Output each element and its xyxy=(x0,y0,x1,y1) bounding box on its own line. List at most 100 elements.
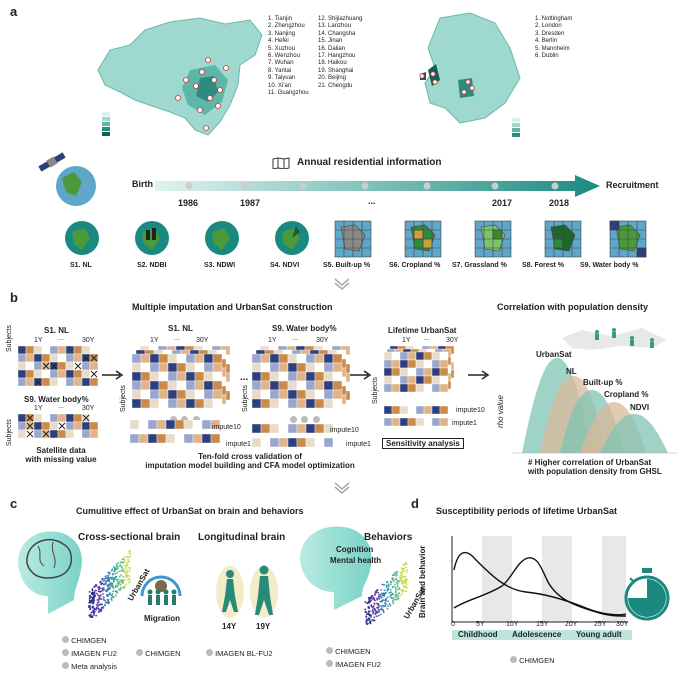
globe-icon xyxy=(65,221,309,255)
mental-health-label: Mental health xyxy=(330,556,382,565)
correlation-note: # Higher correlation of UrbanSat with po… xyxy=(528,458,662,476)
age-14: 14Y xyxy=(222,622,237,631)
stopwatch-icon xyxy=(624,568,670,621)
left-year-dots: ... xyxy=(58,335,64,342)
feature-s6: S6. Cropland % xyxy=(389,262,441,269)
missing-grid-2 xyxy=(18,414,99,439)
panel-a-letter: a xyxy=(10,4,18,19)
mid-impute1-2: impute1 xyxy=(346,441,371,448)
scatter-behavior xyxy=(364,561,408,625)
mid-s9-label: S9. Water body% xyxy=(272,324,337,333)
year-2018: 2018 xyxy=(549,198,570,208)
walking-person-icons xyxy=(216,565,278,618)
curve-ndvi: NDVI xyxy=(630,403,650,412)
mid-year-start: 1Y xyxy=(150,337,159,344)
mid-year-dots: ... xyxy=(174,335,180,342)
curve-builtup: Built-up % xyxy=(583,378,623,387)
cognition-label: Cognition xyxy=(336,545,374,554)
period-young-adult: Young adult xyxy=(576,630,622,639)
china-map xyxy=(97,17,263,136)
longitudinal-label: Longitudinal brain xyxy=(198,532,286,543)
behaviors-label: Behaviors xyxy=(364,532,413,543)
panel-b-title-mid: Multiple imputation and UrbanSat constru… xyxy=(132,302,333,312)
left-year-end: 30Y xyxy=(82,337,95,344)
satellite-missing-label: Satellite data with missing value xyxy=(25,446,97,464)
lifetime-impute1: impute1 xyxy=(452,420,477,427)
panel-d-ylabel: Brain and behavior xyxy=(418,545,427,618)
arrow-right-icon-3 xyxy=(468,370,490,380)
recruitment-label: Recruitment xyxy=(606,180,659,190)
legend-long: IMAGEN BL-FU2 xyxy=(206,649,273,658)
lifetime-year-start: 1Y xyxy=(402,337,411,344)
panel-b-letter: b xyxy=(10,290,18,305)
mid-year-start-2: 1Y xyxy=(268,337,277,344)
feature-icons xyxy=(65,220,647,258)
tenfold-label: Ten-fold cross validation of imputation … xyxy=(145,452,355,470)
left-s1-label: S1. NL xyxy=(44,326,69,335)
feature-s3: S3. NDWI xyxy=(204,262,236,269)
lifetime-grid-stack xyxy=(384,346,455,427)
left-year-dots-2: ... xyxy=(58,403,64,410)
legend-beh-2: IMAGEN FU2 xyxy=(326,660,381,669)
period-band xyxy=(452,630,632,640)
head-brain-icon xyxy=(18,531,82,614)
timeline-title: Annual residential information xyxy=(297,157,442,168)
panel-c-letter: c xyxy=(10,496,18,511)
migration-icon xyxy=(140,575,182,605)
impute-rows-1 xyxy=(130,420,221,444)
panel-b-title-right: Correlation with population density xyxy=(497,302,649,312)
mid-impute10: impute10 xyxy=(212,424,241,431)
panel-d-title: Susceptibility periods of lifetime Urban… xyxy=(436,506,618,516)
mid-impute1: impute1 xyxy=(226,441,251,448)
period-adolescence: Adolescence xyxy=(512,630,562,639)
head-behavior-icon xyxy=(300,526,372,610)
missing-grid-1 xyxy=(18,346,99,386)
birth-label: Birth xyxy=(132,179,153,189)
legend-d: CHIMGEN xyxy=(510,656,555,665)
feature-s8: S8. Forest % xyxy=(522,262,565,269)
rho-ylabel: rho value xyxy=(496,395,505,428)
left-year-end-2: 30Y xyxy=(82,405,95,412)
mid-s1-label: S1. NL xyxy=(168,324,193,333)
tick-5y: 5Y xyxy=(476,621,485,628)
chevron-down-icon-2 xyxy=(334,482,350,494)
year-2017: 2017 xyxy=(492,198,513,208)
tick-30y: 30Y xyxy=(616,621,629,628)
mid-impute10-2: impute10 xyxy=(330,427,359,434)
left-subjects-2: Subjects xyxy=(6,419,13,446)
feature-s4: S4. NDVI xyxy=(270,262,300,269)
mid-ellipsis: ... xyxy=(240,372,249,383)
year-ellipsis: ... xyxy=(368,196,376,206)
legend-beh-1: CHIMGEN xyxy=(326,647,371,656)
panel-c-title: Cumulitive effect of UrbanSat on brain a… xyxy=(76,506,304,516)
dots-row-2 xyxy=(290,410,320,428)
arrow-right-icon-2 xyxy=(350,370,372,380)
curve-cropland: Cropland % xyxy=(604,390,649,399)
lifetime-year-dots: ... xyxy=(424,335,430,342)
legend-cross-3: Meta analysis xyxy=(62,662,117,671)
chevron-down-icon xyxy=(334,278,350,290)
tick-15y: 15Y xyxy=(536,621,549,628)
grid-globe-icons xyxy=(334,220,647,258)
feature-s2: S2. NDBI xyxy=(137,262,167,269)
lifetime-label: Lifetime UrbanSat xyxy=(388,326,457,335)
left-subjects-1: Subjects xyxy=(6,325,13,352)
mid-subjects-1: Subjects xyxy=(120,385,127,412)
panel-d-letter: d xyxy=(411,496,419,511)
tick-20y: 20Y xyxy=(565,621,578,628)
left-year-start-2: 1Y xyxy=(34,405,43,412)
lifetime-impute10: impute10 xyxy=(456,407,485,414)
left-s9-label: S9. Water body% xyxy=(24,395,89,404)
tick-0: 0 xyxy=(451,621,455,628)
tick-25y: 25Y xyxy=(594,621,607,628)
migration-label: Migration xyxy=(144,614,180,623)
year-1987: 1987 xyxy=(240,198,261,208)
mid-subjects-2: Subjects xyxy=(242,385,249,412)
feature-s9: S9. Water body % xyxy=(580,262,639,269)
feature-s7: S7. Grassland % xyxy=(452,262,507,269)
feature-s1: S1. NL xyxy=(70,262,92,269)
europe-map xyxy=(419,12,521,137)
cross-sectional-label: Cross-sectional brain xyxy=(78,532,181,543)
mid-year-end-2: 30Y xyxy=(316,337,329,344)
